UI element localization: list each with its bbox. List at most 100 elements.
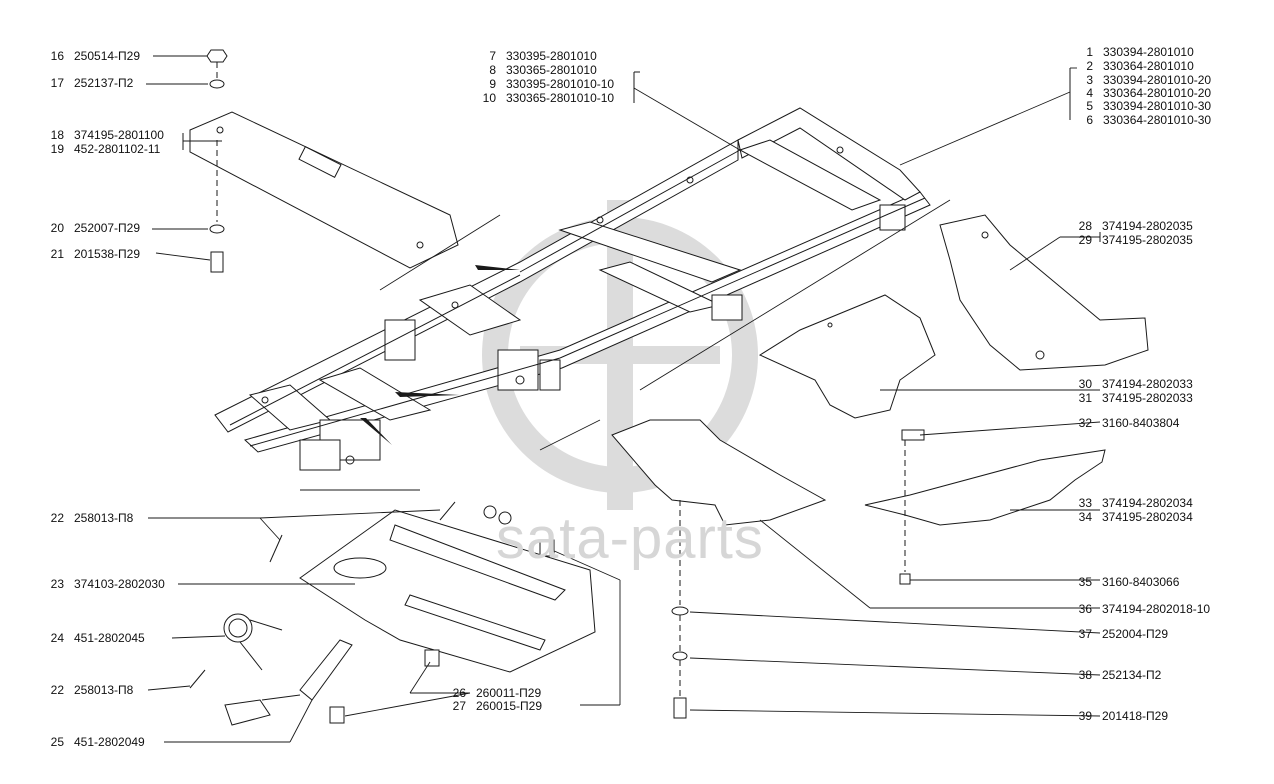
callout-code: 374195-2802034 — [1102, 510, 1193, 524]
plate-23 — [299, 509, 596, 673]
shield-28 — [939, 214, 1149, 371]
callout-code: 258013-П8 — [74, 511, 134, 525]
callout-number: 9 — [489, 77, 496, 91]
callout-number: 27 — [452, 699, 466, 713]
callout-code: 330394-2801010 — [1103, 45, 1194, 59]
callout-code: 252137-П2 — [74, 76, 134, 90]
callout-number: 26 — [452, 686, 466, 700]
callout-number: 30 — [1078, 377, 1092, 391]
callout-code: 374194-2802033 — [1102, 377, 1193, 391]
callout-16[interactable]: 16 250514-П29 — [42, 49, 140, 63]
callout-number: 29 — [1078, 233, 1092, 247]
spring-24 — [223, 613, 283, 671]
lever-25 — [224, 639, 353, 726]
callout-35[interactable]: 35 3160-8403066 — [1070, 575, 1180, 589]
callout-number: 8 — [489, 63, 496, 77]
callout-code: 252004-П29 — [1102, 627, 1169, 641]
callout-code: 330364-2801010-30 — [1103, 113, 1212, 127]
callout-number: 23 — [50, 577, 64, 591]
callout-code: 452-2801102-11 — [74, 142, 161, 156]
callout-number: 25 — [50, 735, 64, 749]
callout-code: 3160-8403066 — [1102, 575, 1180, 589]
callout-code: 330365-2801010-10 — [506, 91, 615, 105]
callout-code: 374195-2801100 — [74, 128, 164, 142]
callout-number: 35 — [1078, 575, 1092, 589]
callout-code: 374194-2802035 — [1102, 219, 1193, 233]
callout-number: 17 — [50, 76, 64, 90]
callout-25[interactable]: 25 451-2802049 — [42, 735, 145, 749]
bushings — [189, 501, 555, 724]
fastener-stack — [206, 49, 228, 273]
callout-code: 374195-2802033 — [1102, 391, 1193, 405]
callout-code: 201418-П29 — [1102, 709, 1169, 723]
callout-number: 6 — [1086, 113, 1093, 127]
callout-22a[interactable]: 22 258013-П8 — [42, 511, 134, 525]
frame-assembly — [214, 107, 931, 471]
callout-30[interactable]: 30 374194-2802033 — [1070, 377, 1193, 391]
callout-code: 258013-П8 — [74, 683, 134, 697]
callout-code: 374195-2802035 — [1102, 233, 1193, 247]
callout-number: 3 — [1086, 73, 1093, 87]
callout-number: 34 — [1078, 510, 1092, 524]
callout-number: 21 — [50, 247, 64, 261]
callout-code: 451-2802049 — [74, 735, 145, 749]
callout-code: 330364-2801010-20 — [1103, 86, 1212, 100]
shield-33 — [864, 440, 1106, 585]
callout-code: 252007-П29 — [74, 221, 141, 235]
callout-8[interactable]: 8 330365-2801010 — [474, 63, 597, 77]
fastener-stack-right — [671, 606, 689, 719]
callout-29[interactable]: 29 374195-2802035 — [1070, 233, 1193, 247]
callout-code: 330365-2801010 — [506, 63, 597, 77]
callout-18[interactable]: 18 374195-2801100 — [42, 128, 164, 142]
callout-code: 374194-2802034 — [1102, 496, 1193, 510]
callout-number: 18 — [50, 128, 64, 142]
callout-22b[interactable]: 22 258013-П8 — [42, 683, 134, 697]
callout-number: 4 — [1086, 86, 1093, 100]
callout-number: 22 — [50, 511, 64, 525]
shield-30 — [758, 294, 936, 441]
skid-plate-18 — [189, 111, 459, 269]
callout-36[interactable]: 36 374194-2802018-10 — [1070, 602, 1210, 616]
callout-number: 36 — [1078, 602, 1092, 616]
callout-34[interactable]: 34 374195-2802034 — [1070, 510, 1193, 524]
callout-code: 330395-2801010 — [506, 49, 597, 63]
callout-4[interactable]: 4 330364-2801010-20 — [1071, 86, 1211, 100]
callout-code: 250514-П29 — [74, 49, 141, 63]
callout-37[interactable]: 37 252004-П29 — [1070, 627, 1168, 641]
callout-code: 330394-2801010-30 — [1103, 99, 1212, 113]
callout-1[interactable]: 1 330394-2801010 — [1071, 45, 1194, 59]
callout-number: 1 — [1086, 45, 1093, 59]
callout-code: 374194-2802018-10 — [1102, 602, 1211, 616]
callout-code: 252134-П2 — [1102, 668, 1162, 682]
callout-17[interactable]: 17 252137-П2 — [42, 76, 134, 90]
callout-number: 28 — [1078, 219, 1092, 233]
callout-number: 16 — [50, 49, 64, 63]
callout-number: 38 — [1078, 668, 1092, 682]
callout-number: 37 — [1078, 627, 1092, 641]
callout-6[interactable]: 6 330364-2801010-30 — [1071, 113, 1211, 127]
callout-38[interactable]: 38 252134-П2 — [1070, 668, 1162, 682]
callout-19[interactable]: 19 452-2801102-11 — [42, 142, 161, 156]
callout-number: 32 — [1078, 416, 1092, 430]
watermark-text: sata-parts — [496, 506, 764, 571]
callout-28[interactable]: 28 374194-2802035 — [1070, 219, 1193, 233]
callout-number: 19 — [50, 142, 64, 156]
callout-number: 22 — [50, 683, 64, 697]
